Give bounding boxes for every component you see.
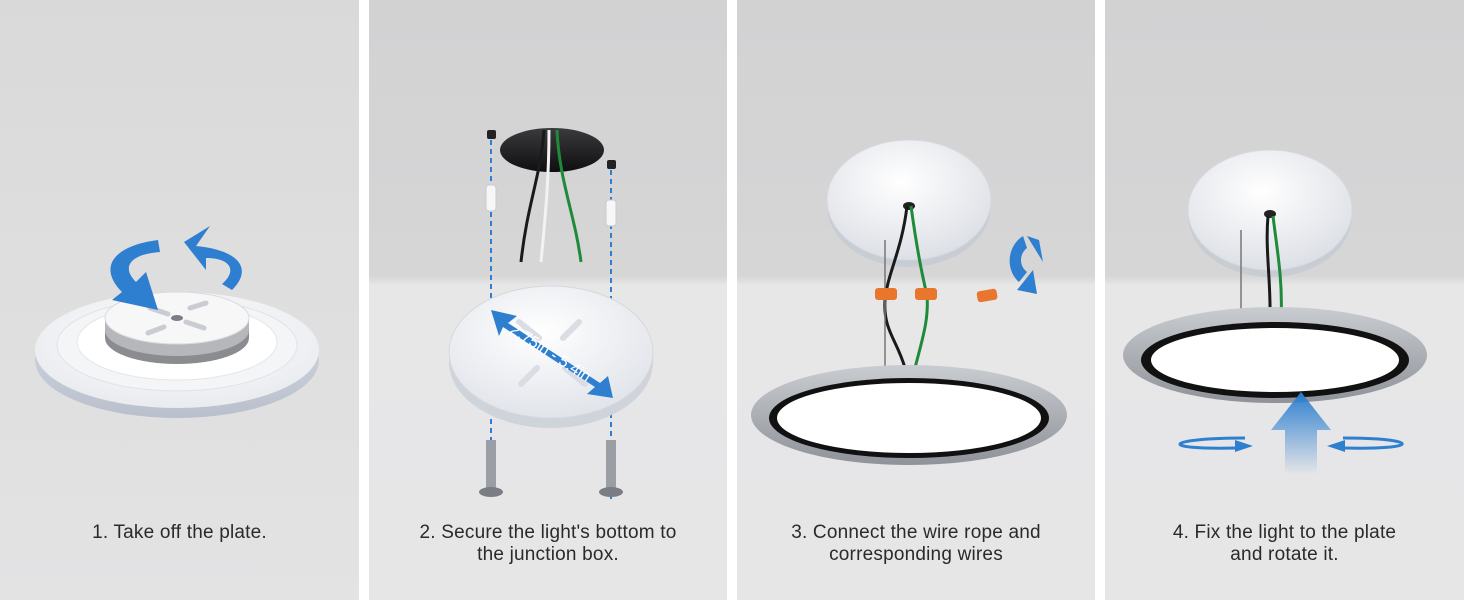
rotate-right-arrow-icon bbox=[1327, 436, 1404, 452]
caption-line: 1. Take off the plate. bbox=[92, 522, 267, 543]
step-1-panel: 1. Take off the plate. bbox=[0, 0, 359, 600]
step-1-caption: 1. Take off the plate. bbox=[0, 522, 359, 544]
step-4-caption: 4. Fix the light to the plate and rotate… bbox=[1105, 522, 1464, 566]
caption-line: corresponding wires bbox=[829, 544, 1003, 565]
rotate-left-arrow-icon bbox=[1178, 436, 1253, 452]
wire-connection-illustration bbox=[751, 139, 1067, 465]
rotate-arrow-icon bbox=[110, 226, 242, 310]
plate-removal-illustration bbox=[35, 226, 319, 418]
push-up-arrow-icon bbox=[1271, 392, 1331, 475]
step-2-caption: 2. Secure the light's bottom to the junc… bbox=[369, 522, 727, 566]
wire-connectors bbox=[875, 288, 998, 303]
caption-line: and rotate it. bbox=[1230, 544, 1339, 565]
light-fixture bbox=[1123, 307, 1427, 403]
junction-box bbox=[500, 128, 604, 172]
step-3-caption: 3. Connect the wire rope and correspondi… bbox=[737, 522, 1095, 566]
fix-and-rotate-illustration bbox=[1123, 149, 1427, 475]
step-2-panel: 2.75in - 5.4in 2. Secure the light's bot… bbox=[369, 0, 727, 600]
caption-line: 4. Fix the light to the plate bbox=[1172, 522, 1397, 543]
step-3-panel: 3. Connect the wire rope and correspondi… bbox=[737, 0, 1095, 600]
light-fixture bbox=[751, 365, 1067, 465]
wires bbox=[519, 129, 583, 263]
caption-line: the junction box. bbox=[477, 544, 619, 565]
rotate-arrow-icon bbox=[1009, 236, 1043, 294]
step-4-panel: 4. Fix the light to the plate and rotate… bbox=[1105, 0, 1464, 600]
junction-box-illustration: 2.75in - 5.4in bbox=[448, 128, 654, 500]
caption-line: 3. Connect the wire rope and bbox=[791, 522, 1041, 543]
ceiling-plate bbox=[826, 139, 992, 267]
ceiling-plate bbox=[1187, 149, 1353, 277]
caption-line: 2. Secure the light's bottom to bbox=[419, 522, 677, 543]
